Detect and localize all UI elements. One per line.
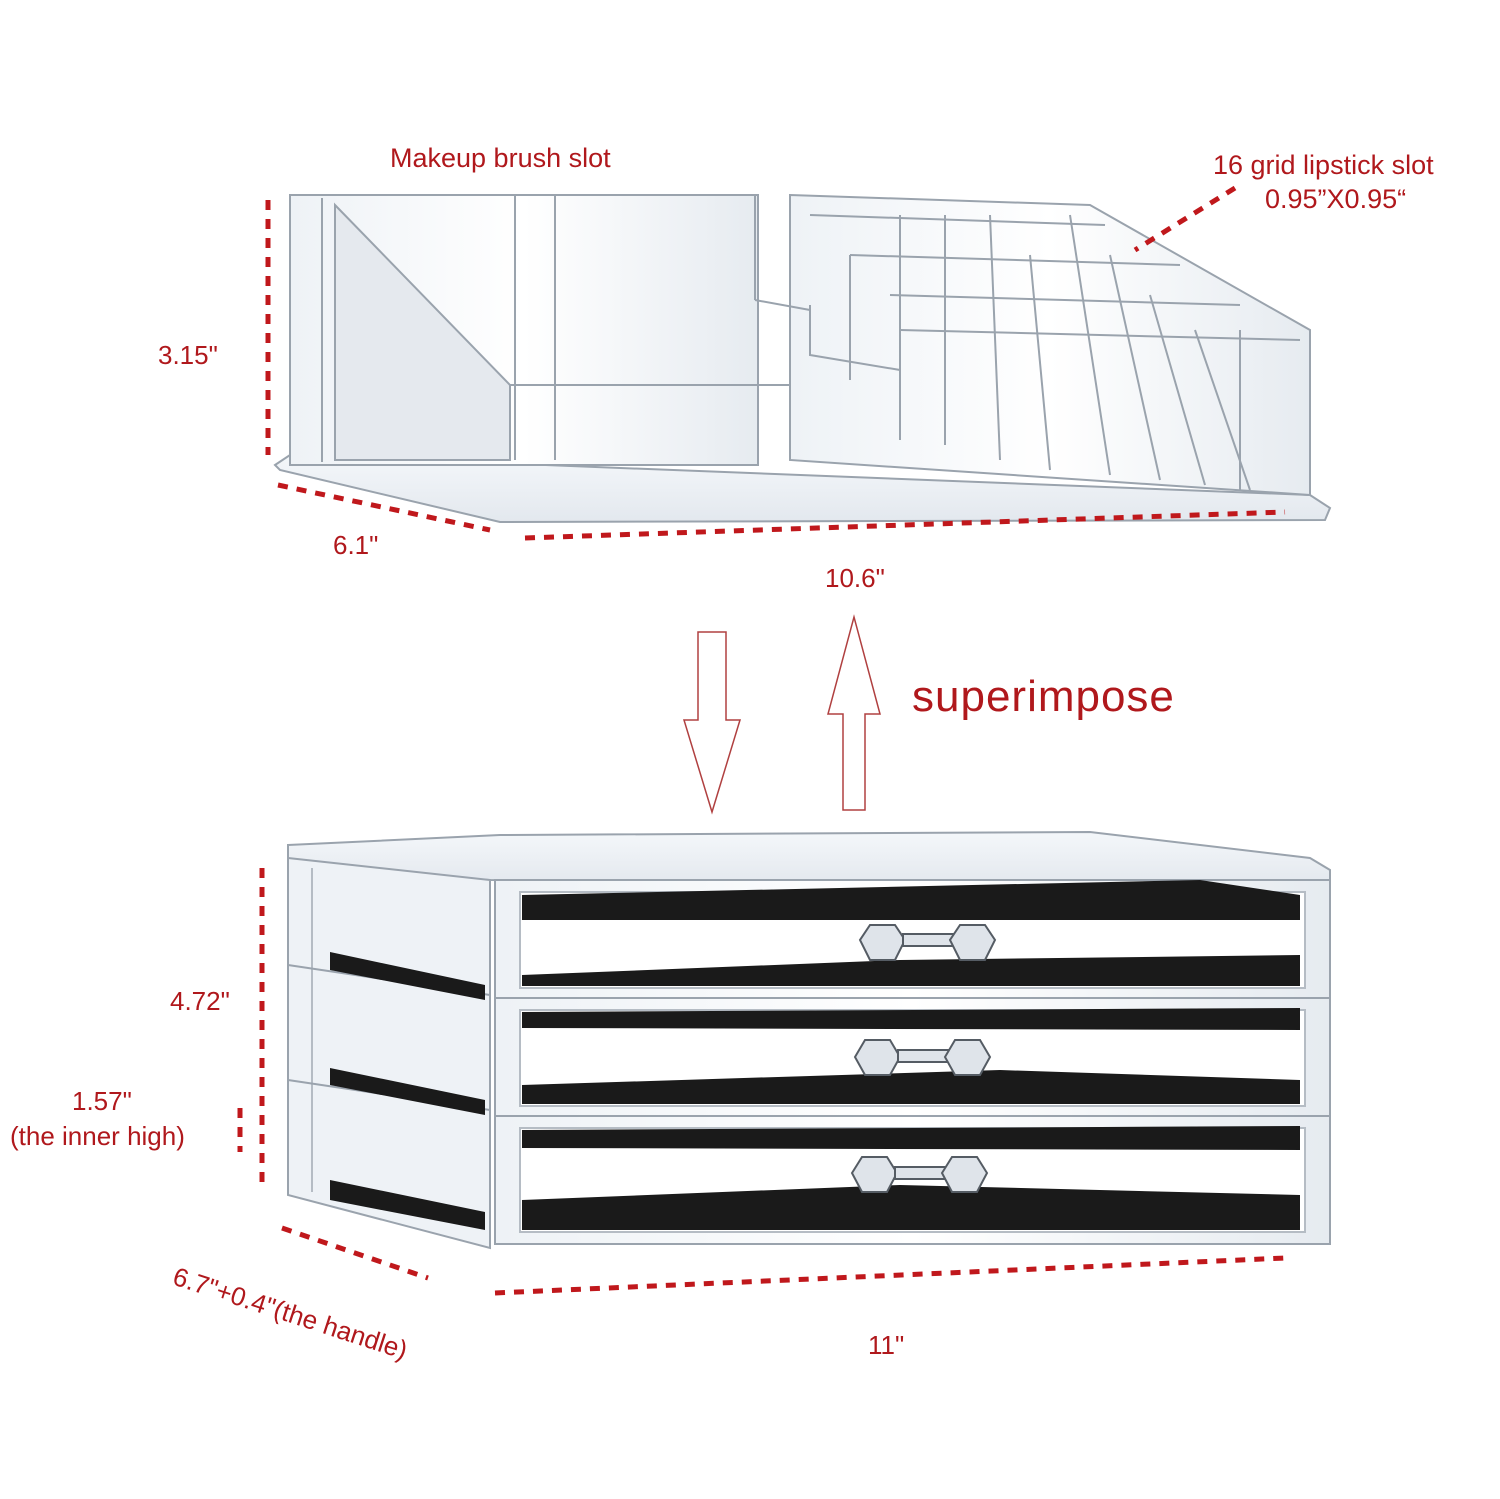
- drawer-unit: [287, 830, 1331, 1250]
- drawer-dimension-lines: [237, 868, 1286, 1296]
- top-width-label: 10.6": [825, 563, 885, 593]
- top-height-label: 3.15": [158, 340, 218, 370]
- brush-slot-label: Makeup brush slot: [390, 143, 611, 173]
- top-depth-label: 6.1": [333, 530, 379, 560]
- superimpose-label: superimpose: [912, 672, 1175, 721]
- drawer-width-label: 11": [868, 1330, 905, 1360]
- lipstick-size-label: 0.95”X0.95“: [1265, 184, 1407, 214]
- drawer-handle-icon: [850, 1156, 989, 1193]
- arrow-up-icon: [827, 614, 881, 811]
- drawer-handle-icon: [853, 1039, 992, 1076]
- drawer-height-label: 4.72": [170, 986, 230, 1016]
- cosmetic-organizer-top: [273, 193, 1332, 524]
- inner-high-note-label: (the inner high): [10, 1121, 185, 1151]
- drawer-handle-icon: [858, 924, 997, 961]
- inner-high-value-label: 1.57": [72, 1086, 132, 1116]
- arrow-down-icon: [682, 631, 742, 815]
- lipstick-slot-label: 16 grid lipstick slot: [1213, 150, 1434, 180]
- top-dimension-lines: [265, 185, 1286, 541]
